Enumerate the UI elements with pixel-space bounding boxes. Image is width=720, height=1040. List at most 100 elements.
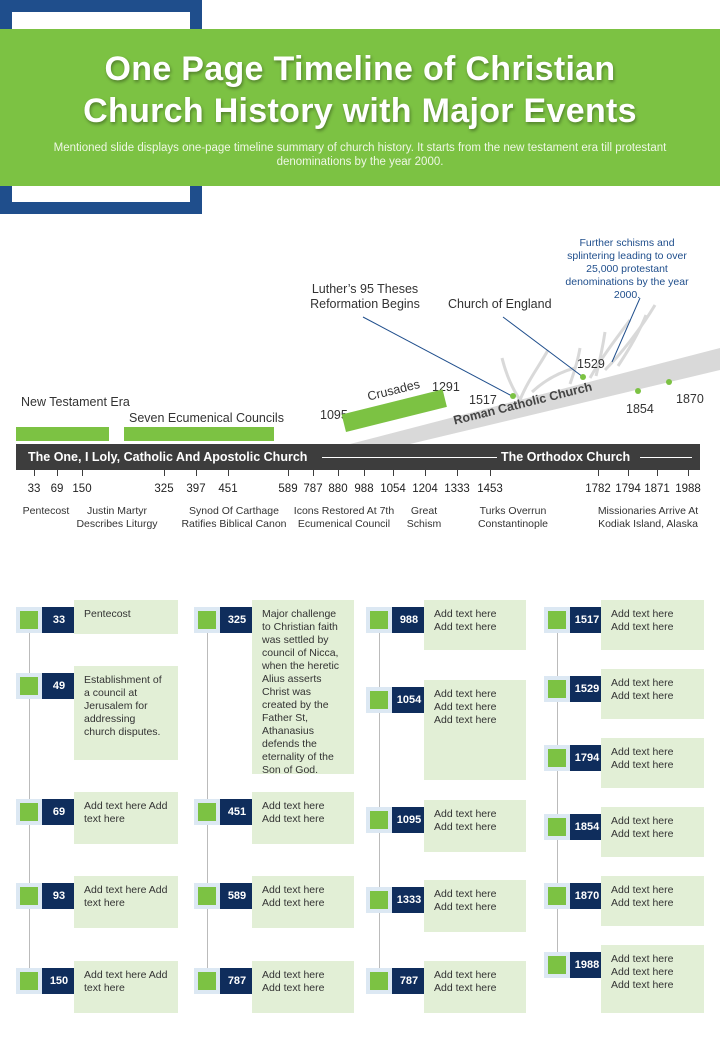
event-card-text: Add text here Add text here [74, 961, 178, 1013]
year-label: 33 [27, 483, 41, 495]
branch-year-1870: 1870 [676, 392, 704, 406]
year-tick [688, 470, 689, 476]
event-marker [544, 607, 570, 633]
event-year-badge: 69 [42, 799, 76, 825]
event-card-text: Establishment of a council at Jerusalem … [74, 666, 178, 760]
event-card-text: Add text here Add text here [252, 792, 354, 844]
year-label: 1054 [380, 483, 406, 495]
event-marker [16, 607, 42, 633]
branch-dot-1854 [635, 388, 641, 394]
event-year-badge: 589 [220, 883, 254, 909]
event-card-text: Add text here Add text here [601, 600, 704, 650]
event-year-badge: 150 [42, 968, 76, 994]
england-callout-line [502, 316, 584, 378]
year-label: 1794 [615, 483, 641, 495]
event-marker [16, 799, 42, 825]
event-marker-fill [548, 749, 566, 767]
event-card-text: Add text here Add text here [601, 738, 704, 788]
event-marker-fill [198, 803, 216, 821]
event-marker [366, 887, 392, 913]
year-label: 397 [186, 483, 206, 495]
event-year-badge: 1988 [570, 952, 604, 978]
year-tick [457, 470, 458, 476]
catholic-wedge [350, 348, 720, 444]
period-new-testament-label: New Testament Era [21, 395, 130, 409]
event-marker [366, 968, 392, 994]
event-card-text: Add text here Add text here [601, 669, 704, 719]
event-marker-fill [198, 972, 216, 990]
event-year-badge: 1794 [570, 745, 604, 771]
event-marker [194, 799, 220, 825]
year-label: 1204 [412, 483, 438, 495]
branch-year-1854: 1854 [626, 402, 654, 416]
year-1095-label: 1095 [320, 408, 348, 422]
event-synod-carthage: Synod Of Carthage Ratifies Biblical Cano… [181, 505, 287, 530]
event-card-text: Add text here Add text here [74, 876, 178, 928]
column-connector-line [379, 620, 380, 981]
event-great-schism: Great Schism [406, 505, 442, 530]
event-card-text: Add text here Add text here [601, 876, 704, 926]
event-card-text: Add text here Add text here [252, 876, 354, 928]
councils-bar [124, 427, 274, 441]
event-icons-restored: Icons Restored At 7th Ecumenical Council [293, 505, 395, 530]
title-banner [0, 29, 720, 186]
event-year-badge: 787 [220, 968, 254, 994]
event-marker-fill [20, 972, 38, 990]
event-marker-fill [20, 887, 38, 905]
event-year-badge: 1517 [570, 607, 604, 633]
period-councils-label: Seven Ecumenical Councils [129, 411, 284, 425]
event-marker [16, 883, 42, 909]
year-tick [598, 470, 599, 476]
luther-callout: Luther’s 95 Theses Reformation Begins [310, 282, 420, 311]
year-label: 1871 [644, 483, 670, 495]
branch-lines [500, 304, 657, 401]
event-year-badge: 33 [42, 607, 76, 633]
branch-dot-1529 [580, 374, 586, 380]
event-marker [544, 676, 570, 702]
event-marker-fill [20, 803, 38, 821]
event-card-text: Add text here Add text here [252, 961, 354, 1013]
event-year-badge: 787 [392, 968, 426, 994]
event-marker-fill [198, 611, 216, 629]
event-year-badge: 1095 [392, 807, 426, 833]
event-marker-fill [370, 611, 388, 629]
year-tick [425, 470, 426, 476]
event-marker [366, 807, 392, 833]
event-year-badge: 1333 [392, 887, 426, 913]
luther-callout-line [362, 316, 513, 397]
event-marker-fill [370, 972, 388, 990]
event-marker-fill [548, 611, 566, 629]
schisms-callout-line [611, 297, 641, 363]
church-bar-right-label: The Orthodox Church [501, 450, 631, 464]
year-label: 1333 [444, 483, 470, 495]
event-card-text: Add text here Add text here [424, 600, 526, 650]
event-marker-fill [370, 691, 388, 709]
event-year-badge: 93 [42, 883, 76, 909]
event-marker-fill [548, 680, 566, 698]
schisms-callout: Further schisms and splintering leading … [565, 237, 689, 301]
event-marker [366, 607, 392, 633]
year-label: 325 [154, 483, 174, 495]
event-year-badge: 451 [220, 799, 254, 825]
event-marker [544, 814, 570, 840]
year-tick [313, 470, 314, 476]
church-bar-line-2 [640, 457, 692, 458]
event-card-text: Major challenge to Christian faith was s… [252, 600, 354, 776]
event-marker [16, 673, 42, 699]
event-marker [544, 952, 570, 978]
event-card-text: Pentecost [74, 600, 178, 634]
year-label: 880 [328, 483, 348, 495]
year-label: 787 [303, 483, 323, 495]
page-subtitle: Mentioned slide displays one-page timeli… [53, 142, 667, 168]
year-tick [196, 470, 197, 476]
event-card-text: Add text here Add text here [74, 792, 178, 844]
year-tick [82, 470, 83, 476]
year-tick [228, 470, 229, 476]
event-card-text: Add text here Add text here [601, 807, 704, 857]
year-label: 1782 [585, 483, 611, 495]
year-label: 150 [72, 483, 92, 495]
year-label: 1988 [675, 483, 701, 495]
event-marker-fill [370, 891, 388, 909]
year-tick [338, 470, 339, 476]
year-label: 988 [354, 483, 374, 495]
